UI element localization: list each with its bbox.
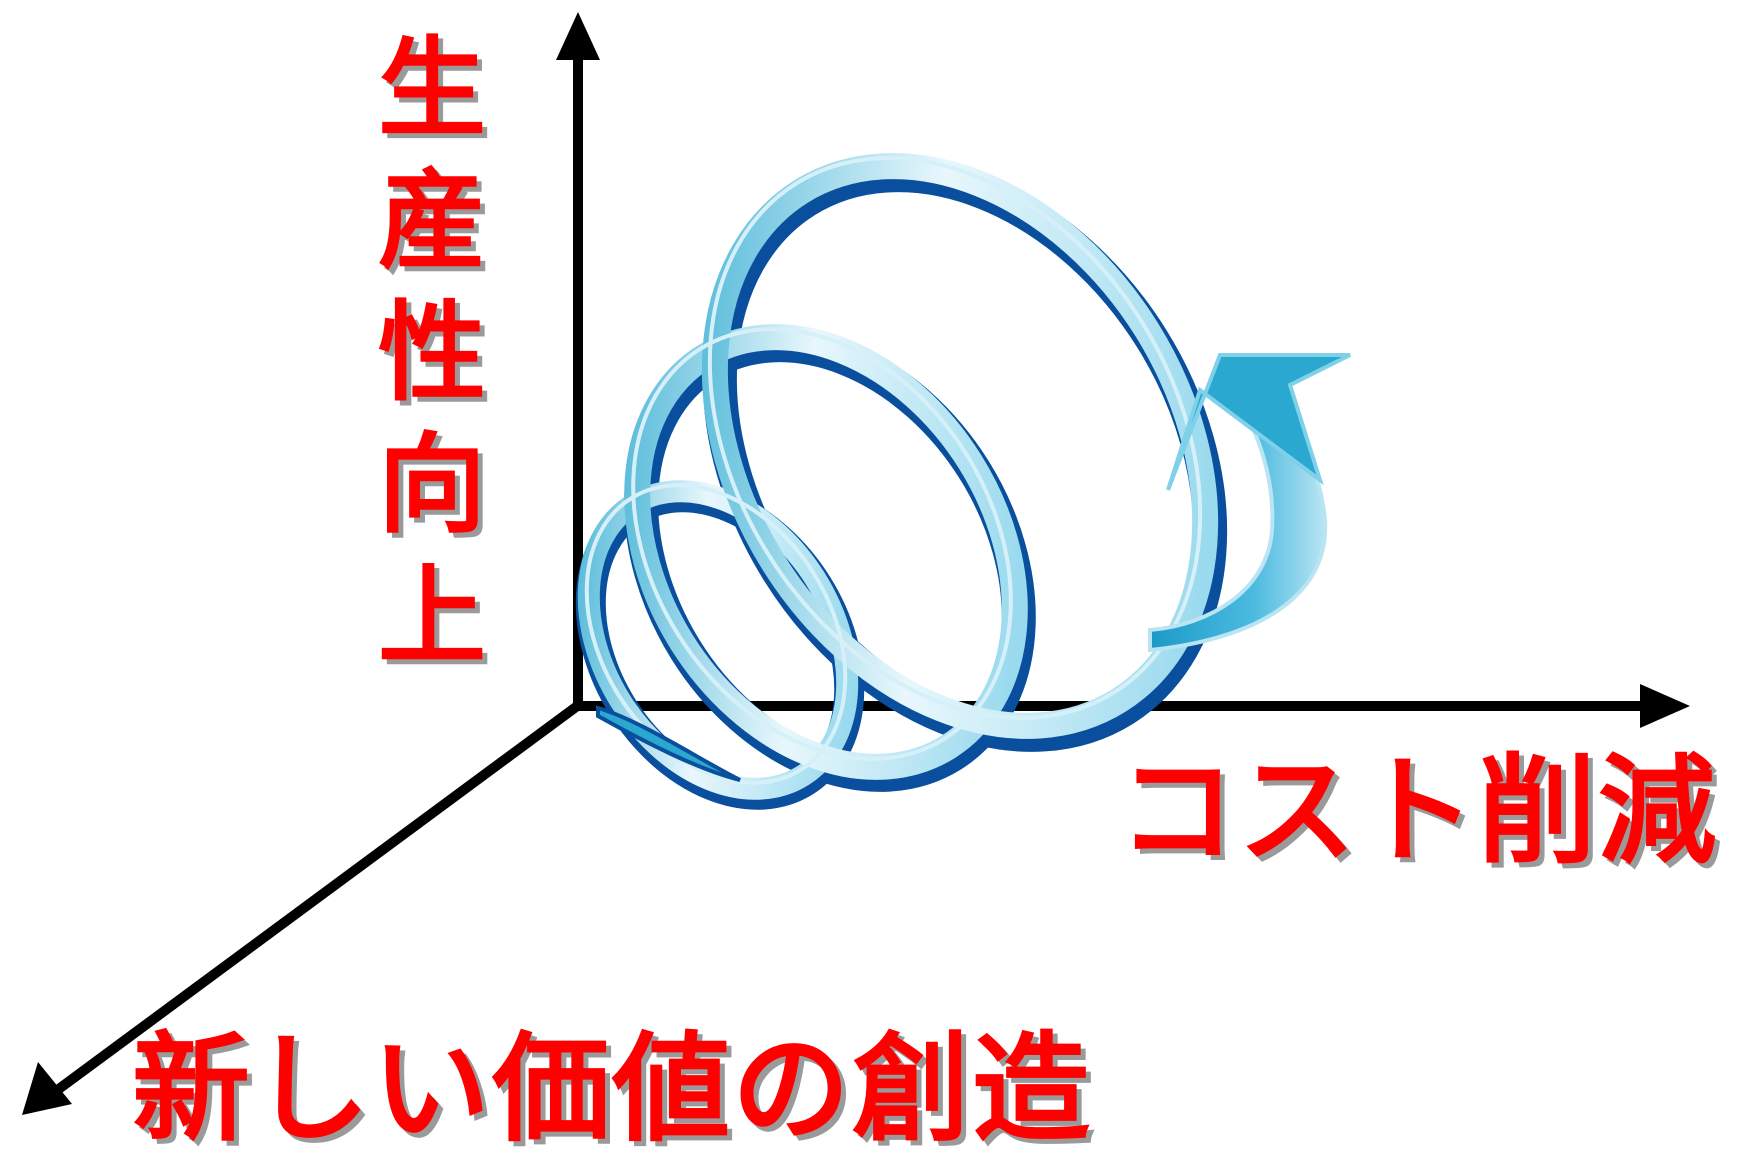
vertical-axis-arrowhead bbox=[556, 12, 600, 60]
depth-axis-label: 新しい価値の創造 bbox=[132, 1020, 1093, 1158]
vertical-axis-label: 生産性向上 bbox=[377, 27, 486, 680]
horizontal-axis-arrowhead bbox=[1640, 684, 1690, 728]
horizontal-axis-label: コスト削減 bbox=[1118, 742, 1719, 880]
depth-axis-arrowhead bbox=[22, 1062, 72, 1115]
spiral-icon bbox=[575, 153, 1351, 810]
depth-axis-line bbox=[49, 699, 583, 1099]
